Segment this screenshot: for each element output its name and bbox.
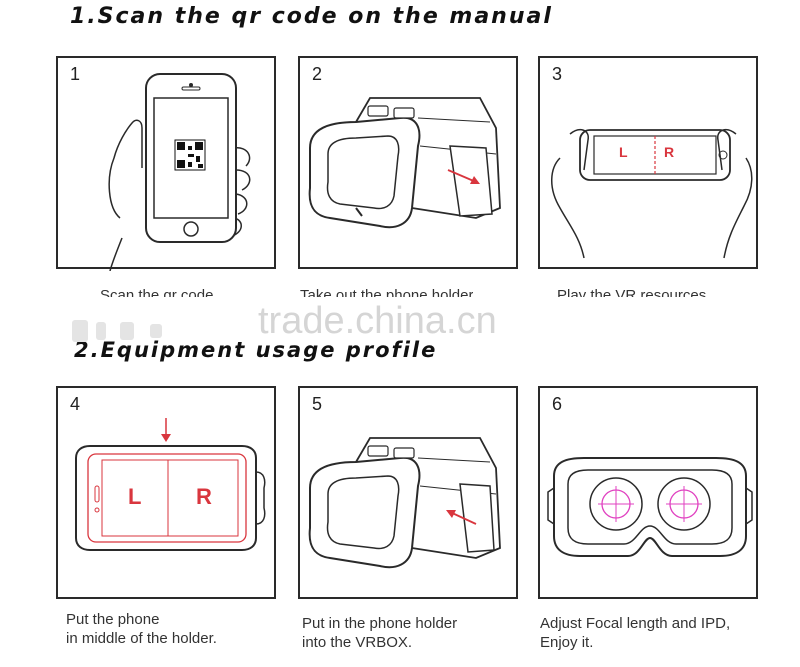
caption-line-2: Enjoy it. (540, 634, 594, 651)
step-3-caption: Play the VR resources (557, 287, 707, 297)
screen-label-right: R (196, 484, 212, 509)
screen-label-left: L (128, 484, 142, 509)
screen-label-right: R (664, 144, 675, 160)
hand-phone-qr-illustration (108, 73, 251, 271)
step-1-caption: Scan the qr code (100, 287, 214, 297)
step-2-caption: Take out the phone holder (300, 287, 474, 297)
blurred-mark (96, 322, 106, 340)
caption-line-1: Adjust Focal length and IPD, (540, 615, 731, 632)
caption-line-2: in middle of the holder. (66, 630, 217, 647)
step-number: 5 (312, 394, 323, 414)
vr-headset-holder-out-illustration (308, 97, 501, 229)
screen-label-left: L (619, 144, 628, 160)
blurred-mark (150, 324, 162, 338)
step-4-panel: 4 L R (56, 386, 276, 599)
step-3-panel: 3 L R (538, 56, 758, 269)
section-1-title: 1.Scan the qr code on the manual (70, 4, 553, 29)
step-number: 1 (70, 64, 81, 84)
vr-headset-holder-in-illustration (308, 437, 501, 569)
watermark-text: trade.china.cn (258, 300, 497, 342)
caption-line-1: Put the phone (66, 611, 160, 628)
step-5-caption: Put in the phone holder into the VRBOX. (302, 614, 457, 652)
phone-in-holder-illustration (75, 418, 266, 551)
step-number: 3 (552, 64, 563, 84)
step-6-caption: Adjust Focal length and IPD, Enjoy it. (540, 614, 730, 652)
caption-line-2: into the VRBOX. (302, 634, 413, 651)
step-number: 4 (70, 394, 81, 414)
step-1-panel: 1 (56, 56, 276, 271)
caption-line-1: Put in the phone holder (302, 615, 458, 632)
vr-lenses-ipd-illustration (547, 457, 753, 557)
step-5-panel: 5 (298, 386, 518, 599)
step-2-panel: 2 (298, 56, 518, 269)
step-number: 6 (552, 394, 563, 414)
step-number: 2 (312, 64, 323, 84)
section-2-title: 2.Equipment usage profile (74, 338, 438, 362)
blurred-mark (72, 320, 88, 342)
step-6-panel: 6 (538, 386, 758, 599)
hands-landscape-phone-illustration (551, 129, 753, 259)
step-4-caption: Put the phone in middle of the holder. (66, 610, 217, 648)
blurred-mark (120, 322, 134, 340)
